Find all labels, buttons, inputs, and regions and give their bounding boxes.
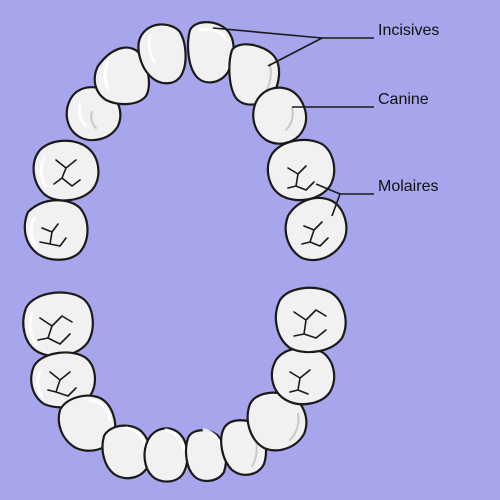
lower-right-canine [270, 346, 336, 406]
upper-right-canine [252, 86, 308, 145]
label-molars: Molaires [378, 178, 439, 195]
lower-left-incisor-lateral [143, 427, 189, 483]
label-incisors: Incisives [378, 22, 440, 39]
upper-right-molar-1 [266, 138, 336, 202]
molars-leader [315, 183, 374, 217]
lower-left-molar-2 [22, 291, 94, 358]
lower-left-incisor-central [184, 428, 228, 482]
upper-left-molar-1 [32, 139, 100, 202]
label-canine: Canine [378, 91, 429, 108]
incisors-leader [212, 27, 374, 67]
upper-left-molar-2 [23, 199, 89, 261]
upper-right-molar-2 [284, 196, 348, 262]
lower-left-canine [101, 424, 152, 480]
upper-left-incisor-lateral [93, 46, 150, 106]
upper-left-incisor-central [137, 23, 187, 85]
upper-right-incisor-central [186, 21, 235, 84]
lower-right-molar-1 [274, 286, 347, 354]
